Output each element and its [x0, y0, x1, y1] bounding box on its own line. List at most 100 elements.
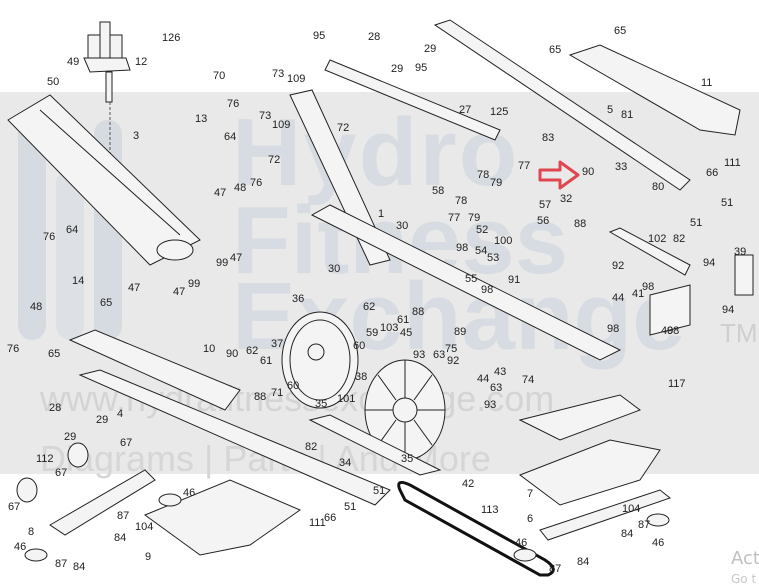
part-label-48: 48 [234, 182, 246, 194]
part-label-37: 37 [271, 338, 283, 350]
part-label-98: 98 [481, 284, 493, 296]
part-label-83: 83 [542, 132, 554, 144]
part-label-30: 30 [328, 263, 340, 275]
part-label-88: 88 [574, 218, 586, 230]
part-label-74: 74 [522, 374, 534, 386]
part-label-46: 46 [515, 537, 527, 549]
part-label-5: 5 [607, 104, 613, 116]
part-label-67: 67 [55, 467, 67, 479]
watermark-brand-line1: Hydro [232, 99, 520, 206]
part-label-80: 80 [652, 181, 664, 193]
part-label-84: 84 [114, 532, 126, 544]
flywheel-part [281, 311, 359, 409]
part-label-82: 82 [673, 233, 685, 245]
part-label-35: 35 [401, 453, 413, 465]
part-label-73: 73 [272, 68, 284, 80]
part-label-50: 50 [47, 76, 59, 88]
part-label-41: 41 [632, 288, 644, 300]
rear-stabilizer-part [513, 394, 672, 562]
part-label-98: 98 [667, 325, 679, 337]
part-label-87: 87 [117, 510, 129, 522]
part-label-76: 76 [7, 343, 19, 355]
watermark-trademark: TM [720, 318, 758, 348]
activate-windows-subtext: Go t [731, 572, 757, 586]
part-label-82: 82 [305, 441, 317, 453]
part-label-48: 48 [30, 301, 42, 313]
part-label-45: 45 [400, 327, 412, 339]
part-label-47: 47 [173, 286, 185, 298]
part-label-117: 117 [668, 378, 686, 390]
part-label-49: 49 [67, 56, 79, 68]
part-label-125: 125 [490, 106, 508, 118]
part-label-64: 64 [66, 224, 78, 236]
part-label-92: 92 [447, 355, 459, 367]
part-label-12: 12 [135, 56, 147, 68]
part-label-13: 13 [195, 113, 207, 125]
part-label-72: 72 [337, 122, 349, 134]
part-label-29: 29 [424, 43, 436, 55]
part-label-47: 47 [214, 187, 226, 199]
upright-frame-part [289, 59, 622, 361]
part-label-98: 98 [456, 242, 468, 254]
part-label-78: 78 [477, 169, 489, 181]
part-label-94: 94 [703, 257, 715, 269]
part-label-42: 42 [462, 478, 474, 490]
part-label-126: 126 [162, 32, 180, 44]
part-label-47: 47 [230, 252, 242, 264]
part-label-35: 35 [315, 398, 327, 410]
part-label-53: 53 [487, 252, 499, 264]
part-label-92: 92 [612, 260, 624, 272]
part-label-99: 99 [216, 257, 228, 269]
part-label-101: 101 [337, 393, 355, 405]
part-label-109: 109 [287, 73, 305, 85]
part-label-64: 64 [224, 131, 236, 143]
activate-windows-overlay: Act [731, 548, 759, 569]
part-label-66: 66 [706, 167, 718, 179]
part-label-91: 91 [508, 274, 520, 286]
part-label-65: 65 [100, 297, 112, 309]
part-label-29: 29 [96, 414, 108, 426]
part-label-87: 87 [549, 563, 561, 575]
part-label-102: 102 [648, 233, 666, 245]
part-label-67: 67 [120, 437, 132, 449]
part-label-77: 77 [448, 212, 460, 224]
part-label-28: 28 [49, 402, 61, 414]
part-label-7: 7 [527, 488, 533, 500]
crank-arm-part [308, 414, 442, 476]
part-label-111: 111 [724, 157, 741, 169]
upper-arm-right-part [433, 19, 741, 191]
part-label-93: 93 [413, 349, 425, 361]
part-label-6: 6 [527, 513, 533, 525]
part-label-52: 52 [476, 224, 488, 236]
part-label-98: 98 [642, 281, 654, 293]
part-label-4: 4 [117, 408, 123, 420]
part-label-93: 93 [484, 399, 496, 411]
highlight-arrow-icon [538, 160, 580, 190]
part-label-95: 95 [415, 62, 427, 74]
part-label-32: 32 [560, 193, 572, 205]
part-label-70: 70 [213, 70, 225, 82]
part-label-33: 33 [615, 161, 627, 173]
part-label-90: 90 [226, 348, 238, 360]
part-label-30: 30 [396, 220, 408, 232]
part-label-104: 104 [135, 521, 153, 533]
part-label-87: 87 [638, 519, 650, 531]
drive-pulley-part [364, 359, 446, 461]
part-label-113: 113 [481, 504, 499, 516]
pedal-arm-right-part [68, 329, 391, 506]
part-label-51: 51 [373, 485, 385, 497]
part-label-76: 76 [227, 98, 239, 110]
part-label-10: 10 [203, 343, 215, 355]
part-label-8: 8 [28, 526, 34, 538]
part-label-103: 103 [380, 322, 398, 334]
part-label-90: 90 [582, 166, 594, 178]
part-label-14: 14 [72, 275, 84, 287]
part-label-100: 100 [494, 235, 512, 247]
part-label-84: 84 [577, 556, 589, 568]
part-label-39: 39 [734, 246, 746, 258]
part-label-104: 104 [622, 503, 640, 515]
part-label-95: 95 [313, 30, 325, 42]
part-label-59: 59 [366, 327, 378, 339]
